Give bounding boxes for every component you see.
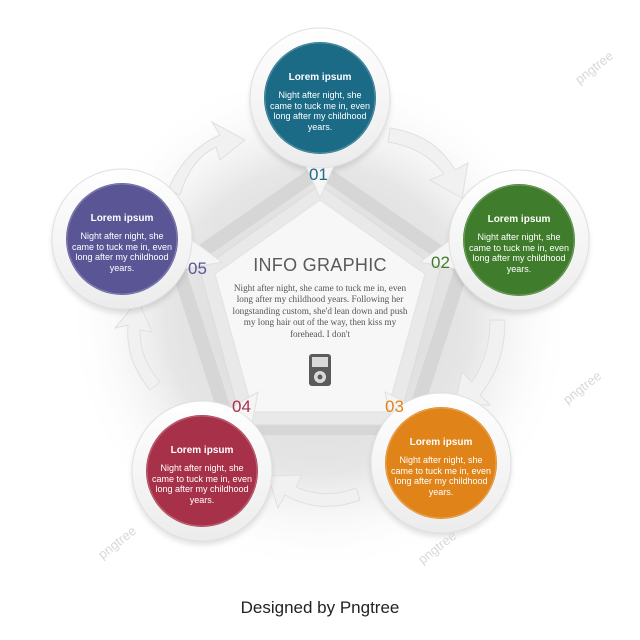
badge-circle [264,42,376,154]
step-badge-05 [51,168,224,313]
badge-circle [146,415,258,527]
arrow-icon [167,120,246,196]
step-text: Night after night, she came to tuck me i… [390,455,492,497]
step-text: Night after night, she came to tuck me i… [468,232,570,274]
step-number-01: 01 [309,165,328,184]
step-heading: Lorem ipsum [409,437,473,448]
step-number-05: 05 [188,259,207,278]
device-icon [309,354,331,386]
step-text: Night after night, she came to tuck me i… [71,231,173,273]
infographic-body: Night after night, she came to tuck me i… [232,283,408,339]
step-badge-02 [418,169,590,314]
step-heading: Lorem ipsum [170,445,234,456]
center-pentagon [214,199,426,413]
step-text: Night after night, she came to tuck me i… [151,463,253,505]
footer-credit: Designed by Pngtree [240,598,400,617]
badge-circle [463,184,575,296]
badge-circle [385,407,497,519]
step-heading: Lorem ipsum [487,214,551,225]
step-badge-03 [370,391,512,537]
cycle-arrows [113,120,506,510]
step-number-02: 02 [431,253,450,272]
step-heading: Lorem ipsum [288,72,352,83]
badges [51,27,590,545]
arrow-icon [387,127,469,199]
step-heading: Lorem ipsum [90,213,154,224]
badge-circle [66,183,178,295]
step-badge-04 [131,391,273,545]
step-number-04: 04 [232,397,251,416]
step-number-03: 03 [385,397,404,416]
step-badge-01 [249,27,391,200]
step-text: Night after night, she came to tuck me i… [269,90,371,132]
infographic-title: INFO GRAPHIC [253,255,387,275]
